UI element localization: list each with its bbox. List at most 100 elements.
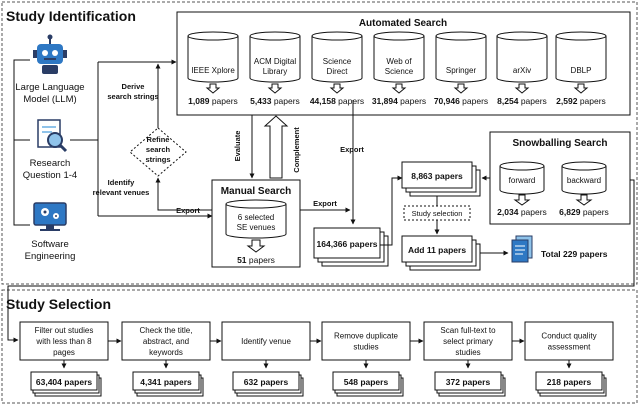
rq-label-1: Research <box>30 158 71 169</box>
count-stack <box>30 371 98 391</box>
add-papers-label: Add 11 papers <box>408 245 466 255</box>
database-count: 5,433 papers <box>250 96 300 106</box>
down-arrow-icon <box>391 83 407 94</box>
database-6: arXiv 8,254 papers <box>496 31 548 106</box>
complement-label: Complement <box>292 127 301 173</box>
step-label: select primary <box>443 337 493 346</box>
se-label-1: Software <box>31 239 69 250</box>
database-name: IEEE Xplore <box>191 66 235 75</box>
identify-label-1: Identify <box>108 178 135 187</box>
automated-search-title: Automated Search <box>359 18 447 29</box>
step-count: 4,341 papers <box>140 377 192 387</box>
rq-label-2: Question 1-4 <box>23 170 77 181</box>
database-name: Library <box>263 67 287 76</box>
count-stack <box>434 371 502 391</box>
complement-arrow <box>263 115 289 179</box>
document-search-icon <box>37 119 68 153</box>
down-arrow-icon <box>573 83 589 94</box>
export-top-label: Export <box>340 145 364 154</box>
total-papers-label: 164,366 papers <box>317 239 378 249</box>
selection-step-3: Identify venue 632 papers <box>221 321 322 397</box>
step-label: keywords <box>149 348 183 357</box>
documents-icon <box>511 235 533 263</box>
add-papers-stack <box>401 235 481 271</box>
refine-label-2: search <box>146 145 171 154</box>
database-name: Direct <box>327 67 349 76</box>
database-name: ACM Digital <box>254 57 296 66</box>
database-count: 31,894 papers <box>372 96 426 106</box>
count-stack <box>232 371 300 391</box>
selection-step-5: Scan full-text to select primary studies 37… <box>423 321 525 397</box>
step-count: 372 papers <box>446 377 491 387</box>
derive-label-1: Derive <box>122 82 145 91</box>
venues-label-1: 6 selected <box>238 213 274 222</box>
selection-frame <box>1 289 638 404</box>
refine-label-1: Refine <box>147 135 170 144</box>
backward-down-arrow <box>575 194 593 206</box>
step-label: with less than 8 <box>35 337 92 346</box>
forward-count: 2,034 papers <box>497 207 547 217</box>
step-count: 632 papers <box>244 377 289 387</box>
step-label: assessment <box>548 343 591 352</box>
robot-icon <box>33 34 67 74</box>
step-label: studies <box>353 343 378 352</box>
database-count: 2,592 papers <box>556 96 606 106</box>
manual-search-title: Manual Search <box>221 186 292 197</box>
step-count: 218 papers <box>547 377 592 387</box>
export-left-arrow <box>155 177 212 211</box>
total-papers-stack <box>313 227 389 267</box>
derive-label-2: search strings <box>107 92 158 101</box>
venues-label-2: SE venues <box>237 223 276 232</box>
database-name: Springer <box>446 66 477 75</box>
down-arrow-icon <box>205 83 221 94</box>
database-name: DBLP <box>571 66 592 75</box>
down-arrow-icon <box>453 83 469 94</box>
identification-title: Study Identification <box>6 8 136 24</box>
source-connectors <box>13 59 213 226</box>
venues-down-arrow <box>246 239 266 253</box>
step-label: studies <box>455 348 480 357</box>
step-label: Identify venue <box>241 337 291 346</box>
after-dedup-stack <box>401 161 481 197</box>
database-list: IEEE Xplore 1,089 papers ACM DigitalLibrar… <box>187 31 607 106</box>
step-box <box>524 321 614 361</box>
database-count: 1,089 papers <box>188 96 238 106</box>
step-label: pages <box>53 348 75 357</box>
count-stack <box>535 371 603 391</box>
step-box <box>19 321 109 361</box>
database-7: DBLP 2,592 papers <box>555 31 607 106</box>
step-label: Conduct quality <box>541 332 596 341</box>
step-label: Check the title, <box>140 326 193 335</box>
down-arrow-icon <box>267 83 283 94</box>
database-count: 8,254 papers <box>497 96 547 106</box>
selection-step-6: Conduct quality assessment 218 papers <box>524 321 614 397</box>
llm-source: Large Language Model (LLM) <box>15 34 85 105</box>
forward-database <box>499 161 545 195</box>
selection-title: Study Selection <box>6 296 111 312</box>
database-5: Springer 70,946 papers <box>434 31 488 106</box>
snowballing-title: Snowballing Search <box>512 138 607 149</box>
database-count: 44,158 papers <box>310 96 364 106</box>
down-arrow-icon <box>514 83 530 94</box>
database-name: Science <box>385 67 414 76</box>
refine-decision <box>129 127 187 177</box>
study-selection-label: Study selection <box>412 209 463 218</box>
export-right-label: Export <box>313 199 337 208</box>
step-box <box>423 321 513 361</box>
database-count: 70,946 papers <box>434 96 488 106</box>
step-box <box>321 321 411 361</box>
down-arrow-icon <box>329 83 345 94</box>
final-total-label: Total 229 papers <box>541 249 608 259</box>
software-engineering-source: Software Engineering <box>25 202 76 262</box>
forward-down-arrow <box>513 194 531 206</box>
count-stack <box>132 371 200 391</box>
research-question-source: Research Question 1-4 <box>23 119 77 181</box>
step-label: Scan full-text to <box>440 326 496 335</box>
se-venues-database <box>225 199 287 239</box>
se-label-2: Engineering <box>25 251 76 262</box>
database-name: arXiv <box>513 66 531 75</box>
